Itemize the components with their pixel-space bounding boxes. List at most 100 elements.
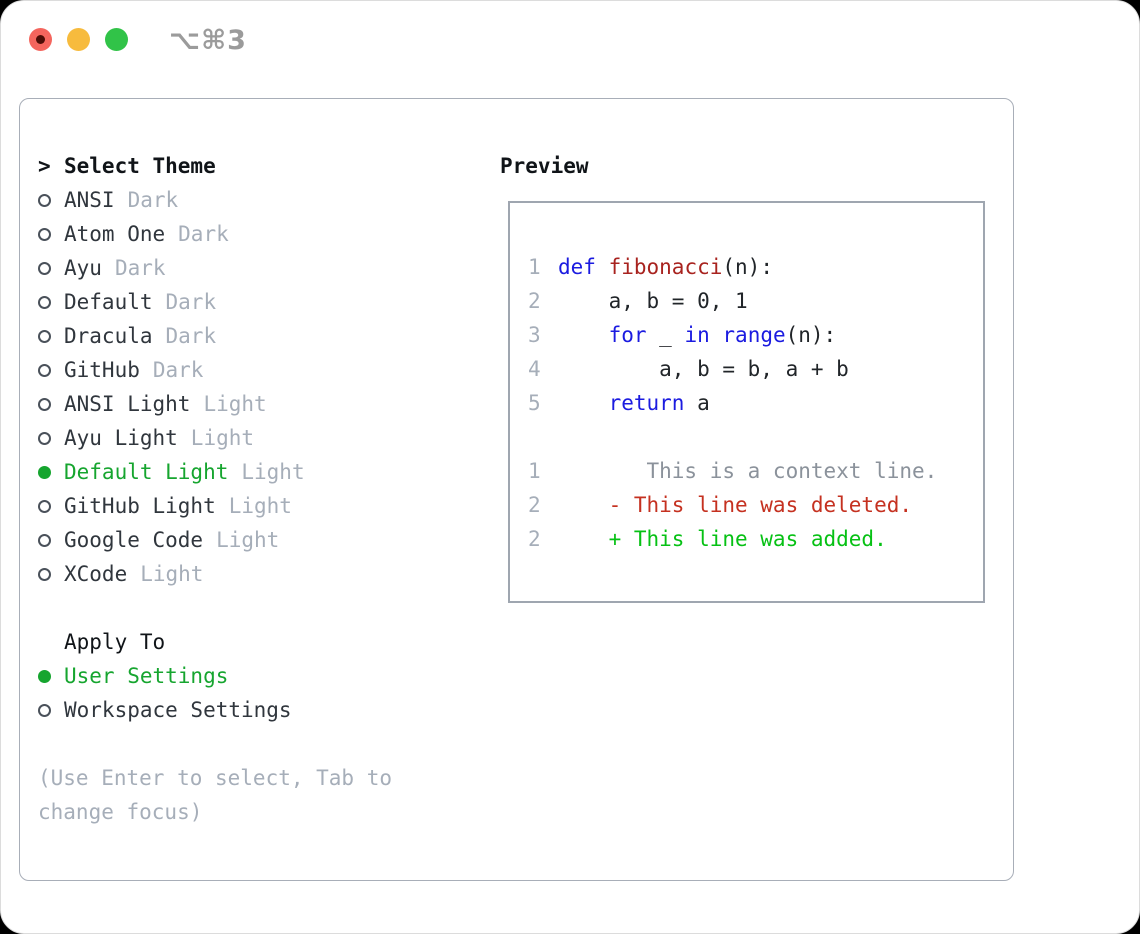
hint-line-2: change focus) xyxy=(38,800,203,824)
code-segment: - This line was deleted. xyxy=(558,493,913,517)
preview-heading: Preview xyxy=(500,154,589,178)
preview-line: 2 + This line was added. xyxy=(528,522,983,556)
code-segment: (n): xyxy=(785,323,837,347)
spacer xyxy=(38,591,478,625)
option-label: Workspace Settings xyxy=(64,698,292,722)
theme-variant-tag: Light xyxy=(190,426,255,450)
theme-option-github-light[interactable]: GitHub Light Light xyxy=(38,489,478,523)
theme-option-ansi[interactable]: ANSI Dark xyxy=(38,183,478,217)
apply-to-label: Apply To xyxy=(64,630,166,654)
theme-variant-tag: Dark xyxy=(165,290,217,314)
theme-variant-tag: Dark xyxy=(152,358,204,382)
line-number: 4 xyxy=(528,357,541,381)
preview-line: 3 for _ in range(n): xyxy=(528,318,983,352)
option-label: Default xyxy=(64,290,153,314)
radio-icon xyxy=(38,295,64,309)
titlebar: ⌥⌘3 xyxy=(1,1,1139,79)
theme-variant-tag: Light xyxy=(140,562,204,586)
option-label: XCode xyxy=(64,562,128,586)
theme-variant-tag: Dark xyxy=(114,256,166,280)
theme-option-xcode[interactable]: XCode Light xyxy=(38,557,478,591)
radio-icon xyxy=(38,431,64,445)
theme-variant-tag: Light xyxy=(216,528,280,552)
theme-option-ansi-light[interactable]: ANSI Light Light xyxy=(38,387,478,421)
preview-line: 2 a, b = 0, 1 xyxy=(528,284,983,318)
option-label: GitHub xyxy=(64,358,140,382)
radio-icon xyxy=(38,363,64,377)
radio-icon xyxy=(38,499,64,513)
theme-variant-tag: Dark xyxy=(178,222,229,246)
theme-option-dracula[interactable]: Dracula Dark xyxy=(38,319,478,353)
code-segment xyxy=(710,323,723,347)
theme-option-atom-one[interactable]: Atom One Dark xyxy=(38,217,478,251)
preview-line: 2 - This line was deleted. xyxy=(528,488,983,522)
code-segment xyxy=(558,323,609,347)
radio-icon xyxy=(38,193,64,207)
option-label: Ayu xyxy=(64,256,102,280)
code-segment: a, b = b, a + b xyxy=(558,357,849,381)
option-label: ANSI Light xyxy=(64,392,191,416)
apply-to-heading: Apply To xyxy=(38,625,478,659)
hint-line-1: (Use Enter to select, Tab to xyxy=(38,766,393,790)
code-segment: _ xyxy=(646,323,685,347)
theme-variant-tag: Dark xyxy=(127,188,179,212)
select-theme-heading: > Select Theme xyxy=(38,149,478,183)
option-label: Default Light xyxy=(64,460,229,484)
option-label: Google Code xyxy=(64,528,204,552)
code-segment xyxy=(558,391,609,415)
option-label: ANSI xyxy=(64,188,115,212)
code-segment: + This line was added. xyxy=(558,527,887,551)
code-segment: def xyxy=(558,255,596,279)
radio-icon xyxy=(38,465,64,479)
apply-option-user-settings[interactable]: User Settings xyxy=(38,659,478,693)
theme-option-default-light[interactable]: Default Light Light xyxy=(38,455,478,489)
theme-option-default[interactable]: Default Dark xyxy=(38,285,478,319)
theme-option-ayu-light[interactable]: Ayu Light Light xyxy=(38,421,478,455)
theme-variant-tag: Light xyxy=(203,392,267,416)
theme-variant-tag: Light xyxy=(241,460,305,484)
option-label: Atom One xyxy=(64,222,166,246)
code-segment: This is a context line. xyxy=(558,459,938,483)
focus-caret-icon: > xyxy=(38,154,51,178)
option-label: GitHub Light xyxy=(64,494,216,518)
code-segment: a, b = 0, 1 xyxy=(558,289,748,313)
radio-icon xyxy=(38,703,64,717)
radio-icon xyxy=(38,397,64,411)
line-number: 3 xyxy=(528,323,541,347)
theme-variant-tag: Dark xyxy=(165,324,217,348)
close-button[interactable] xyxy=(29,28,52,51)
radio-icon xyxy=(38,261,64,275)
close-dot-icon xyxy=(36,35,45,44)
option-label: Ayu Light xyxy=(64,426,178,450)
minimize-button[interactable] xyxy=(67,28,90,51)
select-theme-label: Select Theme xyxy=(64,154,216,178)
theme-option-ayu[interactable]: Ayu Dark xyxy=(38,251,478,285)
code-segment: return xyxy=(608,391,685,415)
window-title: ⌥⌘3 xyxy=(169,25,247,56)
preview-line: 1 def fibonacci(n): xyxy=(528,250,983,284)
code-segment: in xyxy=(684,323,710,347)
radio-icon xyxy=(38,567,64,581)
zoom-button[interactable] xyxy=(105,28,128,51)
preview-line: 1 This is a context line. xyxy=(528,454,983,488)
line-number: 2 xyxy=(528,493,541,517)
option-label: Dracula xyxy=(64,324,153,348)
code-segment: for xyxy=(608,323,647,347)
theme-variant-tag: Light xyxy=(228,494,292,518)
theme-option-google-code[interactable]: Google Code Light xyxy=(38,523,478,557)
line-number: 1 xyxy=(528,255,541,279)
code-segment: (n): xyxy=(722,255,773,279)
line-number: 2 xyxy=(528,527,541,551)
theme-option-github[interactable]: GitHub Dark xyxy=(38,353,478,387)
line-number: 5 xyxy=(528,391,541,415)
apply-option-workspace-settings[interactable]: Workspace Settings xyxy=(38,693,478,727)
option-label: User Settings xyxy=(64,664,229,688)
preview-line: 4 a, b = b, a + b xyxy=(528,352,983,386)
code-segment: fibonacci xyxy=(608,255,723,279)
code-segment: a xyxy=(684,391,710,415)
